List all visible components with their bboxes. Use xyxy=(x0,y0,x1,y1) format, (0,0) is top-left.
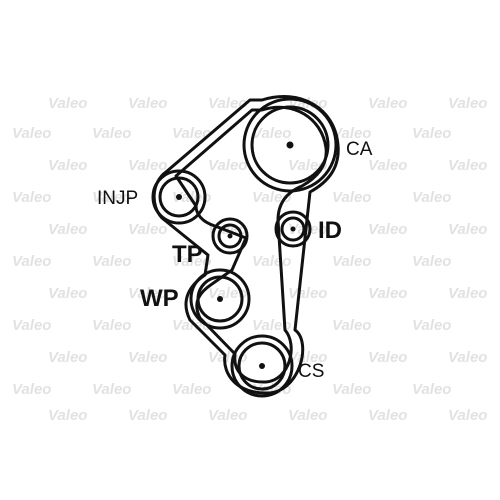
watermark-text: Valeo xyxy=(448,349,487,366)
watermark-text: Valeo xyxy=(252,317,291,334)
watermark-text: Valeo xyxy=(368,95,407,112)
watermark-text: Valeo xyxy=(448,157,487,174)
watermark-text: Valeo xyxy=(368,407,407,424)
pulley-ca-hub xyxy=(286,141,294,149)
watermark-text: Valeo xyxy=(252,253,291,270)
watermark-text: Valeo xyxy=(448,285,487,302)
watermark-text: Valeo xyxy=(412,125,451,142)
pulley-injp-inner xyxy=(158,176,200,218)
pulley-cs-outer xyxy=(230,334,294,398)
pulley-id xyxy=(274,210,312,248)
label-injp: INJP xyxy=(97,188,138,209)
pulley-tp-hub xyxy=(227,233,233,239)
watermark-text: Valeo xyxy=(412,381,451,398)
watermark-text: Valeo xyxy=(288,407,327,424)
watermark-text: Valeo xyxy=(208,95,247,112)
watermark-text: Valeo xyxy=(288,285,327,302)
watermark-text: Valeo xyxy=(252,125,291,142)
pulley-wp xyxy=(189,268,251,330)
watermark-text: Valeo xyxy=(172,125,211,142)
watermark-text: Valeo xyxy=(92,317,131,334)
watermark-text: Valeo xyxy=(128,349,167,366)
watermark-text: Valeo xyxy=(172,381,211,398)
watermark-text: Valeo xyxy=(412,317,451,334)
watermark-text: Valeo xyxy=(332,253,371,270)
pulley-cs-inner xyxy=(237,341,287,391)
label-ca: CA xyxy=(346,139,373,160)
watermark-text: Valeo xyxy=(448,407,487,424)
pulley-id-hub xyxy=(290,226,296,232)
watermark-text: Valeo xyxy=(48,95,87,112)
watermark-text: Valeo xyxy=(92,381,131,398)
pulley-ca-inner xyxy=(250,105,330,185)
label-cs: CS xyxy=(298,361,324,382)
watermark-text: Valeo xyxy=(128,285,167,302)
watermark-text: Valeo xyxy=(412,189,451,206)
watermark-text: Valeo xyxy=(448,221,487,238)
watermark-text: Valeo xyxy=(172,253,211,270)
watermark-text: Valeo xyxy=(332,317,371,334)
watermark-text: Valeo xyxy=(368,349,407,366)
watermark-text: Valeo xyxy=(412,253,451,270)
watermark-text: Valeo xyxy=(12,317,51,334)
watermark-text: Valeo xyxy=(332,189,371,206)
label-id: ID xyxy=(318,217,342,244)
watermark-text: Valeo xyxy=(208,157,247,174)
watermark-text: Valeo xyxy=(12,189,51,206)
watermark-text: Valeo xyxy=(48,157,87,174)
watermark-text: Valeo xyxy=(208,407,247,424)
label-tp: TP xyxy=(172,241,203,268)
watermark-text: Valeo xyxy=(368,221,407,238)
watermark-text: Valeo xyxy=(332,125,371,142)
watermark-text: Valeo xyxy=(48,285,87,302)
watermark-text: Valeo xyxy=(128,221,167,238)
pulley-wp-hub xyxy=(217,296,223,302)
watermark-text: Valeo xyxy=(12,381,51,398)
pulley-injp-hub xyxy=(176,194,182,200)
pulley-wp-inner xyxy=(196,275,244,323)
label-wp: WP xyxy=(140,285,179,312)
pulley-cs xyxy=(230,334,294,398)
watermark-text: Valeo xyxy=(12,253,51,270)
watermark-text: Valeo xyxy=(12,125,51,142)
pulley-injp-outer xyxy=(151,169,207,225)
pulley-cs-hub xyxy=(259,363,265,369)
pulley-ca xyxy=(242,97,338,193)
belt-outer xyxy=(152,95,340,395)
watermark-text: Valeo xyxy=(128,407,167,424)
watermark-text: Valeo xyxy=(92,253,131,270)
pulley-tp-inner xyxy=(217,223,243,249)
watermark-text: Valeo xyxy=(288,221,327,238)
watermark-text: Valeo xyxy=(368,157,407,174)
watermark-text: Valeo xyxy=(48,407,87,424)
watermark-text: Valeo xyxy=(48,349,87,366)
pulley-id-outer xyxy=(274,210,312,248)
watermark-text: Valeo xyxy=(448,95,487,112)
pulley-ca-outer xyxy=(242,97,338,193)
watermark-text: Valeo xyxy=(208,349,247,366)
watermark-text: Valeo xyxy=(288,349,327,366)
watermark-text: Valeo xyxy=(128,157,167,174)
watermark-text: Valeo xyxy=(48,221,87,238)
watermark-text: Valeo xyxy=(92,125,131,142)
watermark-text: Valeo xyxy=(92,189,131,206)
pulley-injp xyxy=(151,169,207,225)
pulley-wp-outer xyxy=(189,268,251,330)
watermark-text: Valeo xyxy=(128,95,167,112)
watermark-text: Valeo xyxy=(368,285,407,302)
pulley-tp-outer xyxy=(211,217,249,255)
pulley-tp xyxy=(211,217,249,255)
watermark-text: Valeo xyxy=(332,381,371,398)
pulley-id-inner xyxy=(280,216,306,242)
